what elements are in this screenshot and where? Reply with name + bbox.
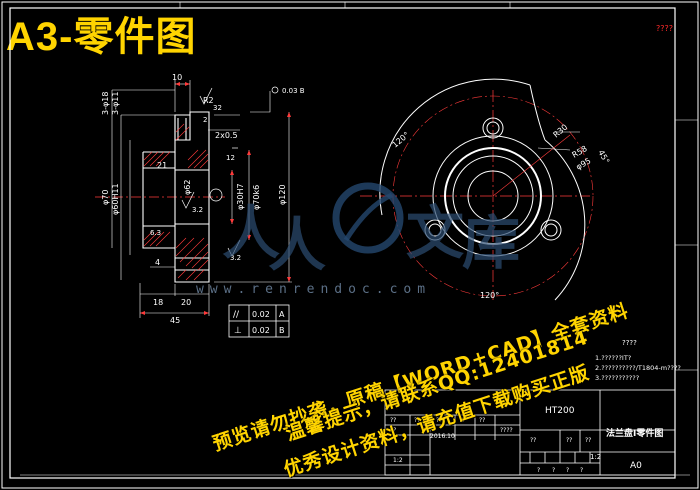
dim-20: 20 xyxy=(181,298,191,307)
dim-45: 45 xyxy=(170,316,180,325)
dim-phi70: φ70 xyxy=(101,190,110,205)
notes-heading: ???? xyxy=(622,339,637,347)
tb-cell: ???? xyxy=(500,427,513,434)
dim-phi60h11: φ60H11 xyxy=(111,183,120,215)
tol-datum-2: B xyxy=(279,326,285,335)
notes-line-1: 1.??????IT? xyxy=(595,354,631,362)
watermark-char-3: 文 xyxy=(406,199,465,267)
dim-63: 6.3 xyxy=(150,229,161,237)
tb-cell: ??? xyxy=(436,417,446,424)
tb-cell: ?? xyxy=(390,417,396,424)
hatching xyxy=(143,123,209,281)
dim-2: 2 xyxy=(203,116,207,124)
angle-120b: 120° xyxy=(480,291,499,300)
dim-phi95: φ95 xyxy=(575,156,593,172)
date-text: 2016.10 xyxy=(430,433,455,440)
tol-symbol-parallel: // xyxy=(233,310,240,320)
tb-cell: ?? xyxy=(585,437,591,444)
tb-cell: ?? xyxy=(390,427,396,434)
watermark-url: www.renrendoc.com xyxy=(196,282,432,297)
sheet-code-text: A0 xyxy=(630,461,642,471)
tol-datum-1: A xyxy=(279,310,285,319)
tb-cell: ? xyxy=(537,467,540,474)
dim-chamfer: 2x0.5 xyxy=(215,131,238,140)
material-text: HT200 xyxy=(545,406,575,416)
dim-18: 18 xyxy=(153,298,163,307)
part-name-text: 法兰盘I零件图 xyxy=(606,427,663,439)
dim-mark-label: 0.03 B xyxy=(282,87,305,95)
dim-32: 3.2 xyxy=(192,206,203,214)
dim-phi62: φ62 xyxy=(183,180,192,195)
tb-cell: ? xyxy=(580,467,583,474)
watermark-char-4: 库 xyxy=(462,209,521,277)
dim-32b: 3.2 xyxy=(230,254,241,262)
banner-title: A3-零件图 xyxy=(6,15,197,59)
dim-phi70k6: φ70k6 xyxy=(252,185,261,210)
dim-4: 4 xyxy=(155,258,160,267)
dim-chamfer-top: R2 xyxy=(203,96,214,105)
watermark-char-2: 人 xyxy=(268,211,327,279)
dim-r30: R30 xyxy=(552,123,570,140)
scale-text: 1:2 xyxy=(590,453,601,461)
dim-phi120: φ120 xyxy=(278,184,287,205)
tb-cell: ? xyxy=(552,467,555,474)
tolerance-frames: // 0.02 A ⊥ 0.02 B xyxy=(228,304,290,338)
tol-value-1: 0.02 xyxy=(252,310,270,319)
title-block xyxy=(384,389,676,476)
dim-3-phi18: 3-φ18 xyxy=(101,92,110,115)
dim-3-phi11: 3-φ11 xyxy=(111,92,120,115)
notes-line-2: 2.??????????/T1804-m???? xyxy=(595,364,681,372)
tol-value-2: 0.02 xyxy=(252,326,270,335)
dim-phi30h7: φ30H7 xyxy=(236,183,245,210)
tb-cell: ?? xyxy=(414,417,420,424)
notes-line-3: 3.??????????? xyxy=(595,374,639,382)
watermark-char-1: 人 xyxy=(222,199,281,267)
watermark-logo xyxy=(332,182,404,254)
inner-frame xyxy=(9,7,676,479)
corner-mark: ???? xyxy=(656,24,673,33)
dim-21: 21 xyxy=(157,161,167,170)
angle-120: 120° xyxy=(391,130,412,149)
tb-cell: ?? xyxy=(479,417,485,424)
technical-notes: ???? 1.??????IT? 2.??????????/T1804-m???… xyxy=(595,339,681,382)
dim-top-width: 10 xyxy=(172,73,182,82)
tb-scale-left: 1:2 xyxy=(393,457,403,464)
section-view xyxy=(95,80,292,318)
tol-symbol-perp: ⊥ xyxy=(234,326,242,336)
tb-cell: ?? xyxy=(530,437,536,444)
front-view xyxy=(360,78,594,301)
tb-cell: ?? xyxy=(459,417,465,424)
frame-ticks xyxy=(179,2,698,371)
tb-cell: ?? xyxy=(566,437,572,444)
dim-offset-top: 32 xyxy=(213,104,222,112)
tb-cell: ? xyxy=(566,467,569,474)
angle-45: 45° xyxy=(596,149,611,166)
dim-rough-right: 12 xyxy=(226,154,235,162)
